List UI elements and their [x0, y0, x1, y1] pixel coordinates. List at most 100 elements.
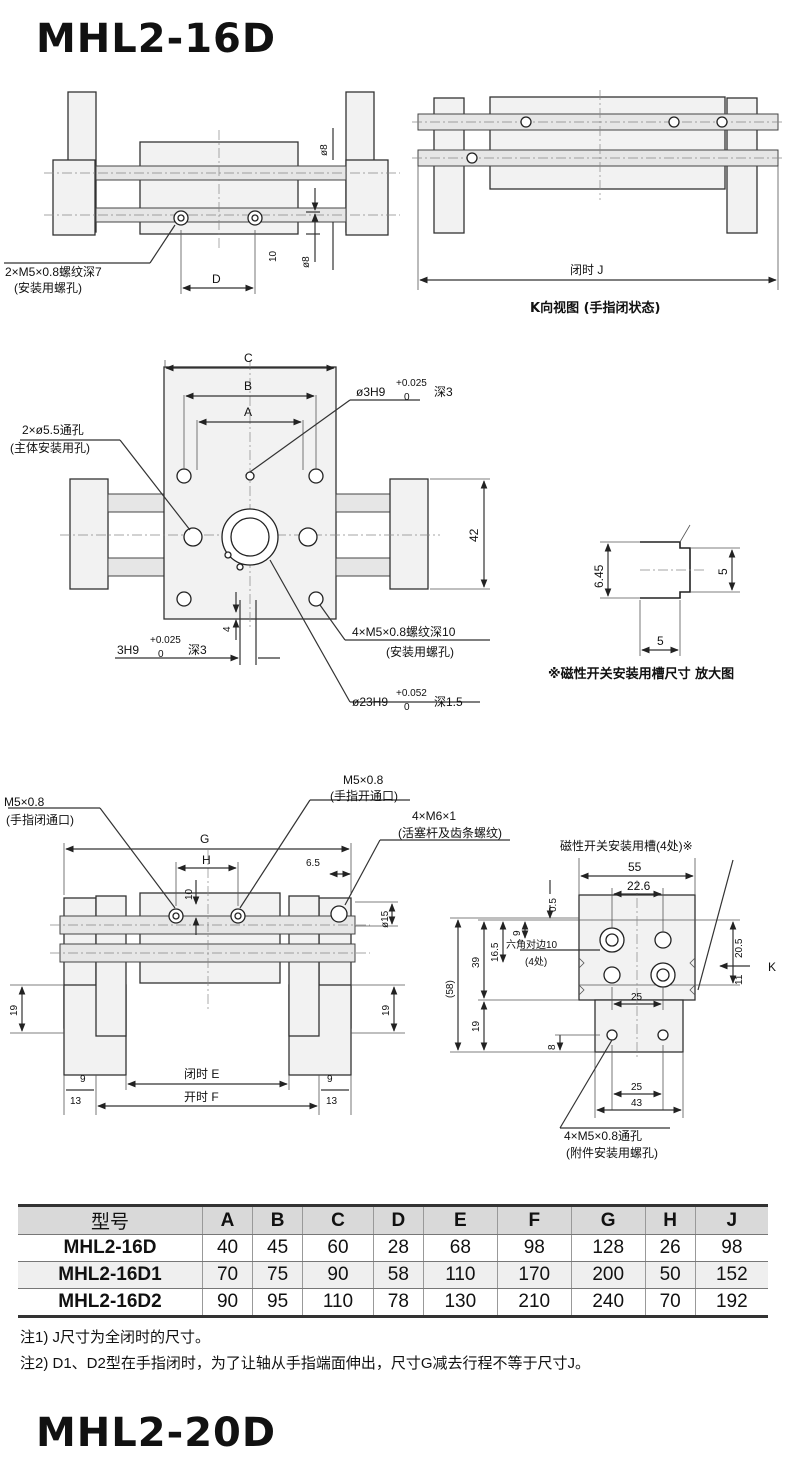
dim-13-left-label: 13 [70, 1096, 82, 1107]
k-view [412, 90, 784, 290]
callout-top-pin-tol-lower: 0 [404, 392, 410, 403]
dim-open-f-label: 开时 F [184, 1090, 219, 1104]
table-cell: 240 [570, 1288, 646, 1318]
dim-19-left-label: 19 [9, 1004, 20, 1016]
table-header: J [694, 1204, 768, 1235]
front-mount-hole-right [247, 210, 263, 226]
dimension-table: 型号 A B C D E F G H J MHL2-16D 40 45 60 2… [18, 1204, 768, 1318]
dim-b-label: B [244, 379, 252, 393]
model-title: MHL2-16D [36, 16, 277, 62]
table-cell: 60 [302, 1234, 374, 1262]
table-cell: MHL2-16D1 [18, 1261, 203, 1289]
dim-05-label: 0.5 [548, 898, 559, 912]
dim-11-label: 11 [734, 974, 745, 985]
callout-mount-holes: 4×M5×0.8螺纹深10 [352, 625, 456, 639]
table-cell: 210 [496, 1288, 572, 1318]
table-cell: 95 [252, 1288, 303, 1318]
dim-phi8-top-label: ø8 [319, 144, 330, 156]
table-row: MHL2-16D2 90 95 110 78 130 210 240 70 19… [18, 1288, 768, 1318]
table-header: G [570, 1204, 646, 1235]
callout-top-pin: ø3H9 [356, 385, 386, 399]
callout-port-open: M5×0.8 [343, 773, 384, 787]
next-model-title: MHL2-20D [36, 1410, 277, 1456]
dim-39-label: 39 [471, 956, 482, 968]
dim-58-label: (58) [445, 980, 456, 998]
table-cell: 90 [302, 1261, 374, 1289]
dim-55-label: 55 [628, 860, 642, 874]
table-cell: 26 [644, 1234, 696, 1262]
slot-detail-caption: ※磁性开关安装用槽尺寸 放大图 [548, 666, 734, 682]
slot-detail [600, 524, 740, 656]
callout-piston-thread: 4×M6×1 [412, 809, 456, 823]
front-mount-hole-left [173, 210, 189, 226]
callout-thru-holes-sub: (主体安装用孔) [10, 440, 90, 455]
callout-port-close: M5×0.8 [4, 795, 45, 809]
dim-g-label: G [200, 832, 209, 846]
callout-bore-tol-upper: +0.052 [396, 688, 427, 699]
k-arrow-label: K [768, 960, 776, 974]
table-cell: 128 [570, 1234, 646, 1262]
dim-closed-e-label: 闭时 E [184, 1067, 219, 1081]
dim-phi15-label: ø15 [380, 910, 391, 928]
callout-hex-label: 六角对边10 [506, 938, 558, 951]
callout-top-pin-depth: 深3 [434, 385, 453, 399]
table-cell: 78 [372, 1288, 424, 1318]
table-header: E [422, 1204, 498, 1235]
table-cell: 170 [496, 1261, 572, 1289]
side-view [8, 799, 510, 1115]
dim-25-top-label: 25 [631, 992, 643, 1003]
callout-front-mount-holes: 2×M5×0.8螺纹深7 [5, 265, 102, 279]
top-view [20, 360, 490, 703]
table-row: MHL2-16D 40 45 60 28 68 98 128 26 98 [18, 1234, 768, 1262]
table-cell: 152 [694, 1261, 768, 1289]
table-cell: 130 [422, 1288, 498, 1318]
table-cell: 110 [422, 1261, 498, 1289]
dim-10-side-label: 10 [184, 888, 195, 900]
table-header: D [372, 1204, 424, 1235]
callout-top-pin-tol-upper: +0.025 [396, 378, 427, 389]
table-row: MHL2-16D1 70 75 90 58 110 170 200 50 152 [18, 1261, 768, 1289]
callout-left-pin: 3H9 [117, 643, 139, 657]
table-header: C [302, 1204, 374, 1235]
dim-42-label: 42 [467, 528, 481, 542]
table-cell: 58 [372, 1261, 424, 1289]
table-header: 型号 [18, 1204, 203, 1235]
dim-8-label: 8 [547, 1044, 558, 1050]
table-cell: 70 [201, 1261, 253, 1289]
dim-5h-label: 5 [657, 634, 664, 648]
table-header: F [496, 1204, 572, 1235]
table-cell: 68 [422, 1234, 498, 1262]
table-cell: 192 [694, 1288, 768, 1318]
dim-9-left-label: 9 [80, 1074, 86, 1085]
note-1: 注1) J尺寸为全闭时的尺寸。 [20, 1329, 211, 1346]
table-cell: MHL2-16D [18, 1234, 203, 1262]
callout-bottom-holes: 4×M5×0.8通孔 [564, 1129, 642, 1143]
table-cell: MHL2-16D2 [18, 1288, 203, 1318]
table-cell: 40 [201, 1234, 253, 1262]
technical-drawing: 2×M5×0.8螺纹深7 (安装用螺孔) D 10 ø8 ø8 闭时 J K向视… [4, 90, 784, 1160]
table-cell: 110 [302, 1288, 374, 1318]
dim-205-label: 20.5 [734, 938, 745, 958]
table-header-row: 型号 A B C D E F G H J [18, 1204, 768, 1235]
dim-165-label: 16.5 [490, 942, 501, 962]
dim-4-label: 4 [222, 626, 233, 632]
table-header: B [252, 1204, 303, 1235]
callout-bore-tol-lower: 0 [404, 702, 410, 713]
dim-43-label: 43 [631, 1098, 643, 1109]
dim-c-label: C [244, 351, 253, 365]
table-cell: 28 [372, 1234, 424, 1262]
dim-65-label: 6.5 [306, 858, 320, 869]
callout-mount-holes-sub: (安装用螺孔) [386, 644, 454, 659]
dim-d-label: D [212, 272, 221, 286]
callout-slot-label: 磁性开关安装用槽(4处)※ [560, 838, 693, 853]
table-cell: 200 [570, 1261, 646, 1289]
callout-left-pin-tol-upper: +0.025 [150, 635, 181, 646]
table-cell: 98 [496, 1234, 572, 1262]
dim-a-label: A [244, 405, 252, 419]
callout-bore-depth: 深1.5 [434, 695, 463, 709]
callout-left-pin-depth: 深3 [188, 643, 207, 657]
table-cell: 70 [644, 1288, 696, 1318]
callout-piston-thread-sub: (活塞杆及齿条螺纹) [398, 825, 502, 840]
table-cell: 98 [694, 1234, 768, 1262]
front-view-top-left [4, 91, 400, 294]
